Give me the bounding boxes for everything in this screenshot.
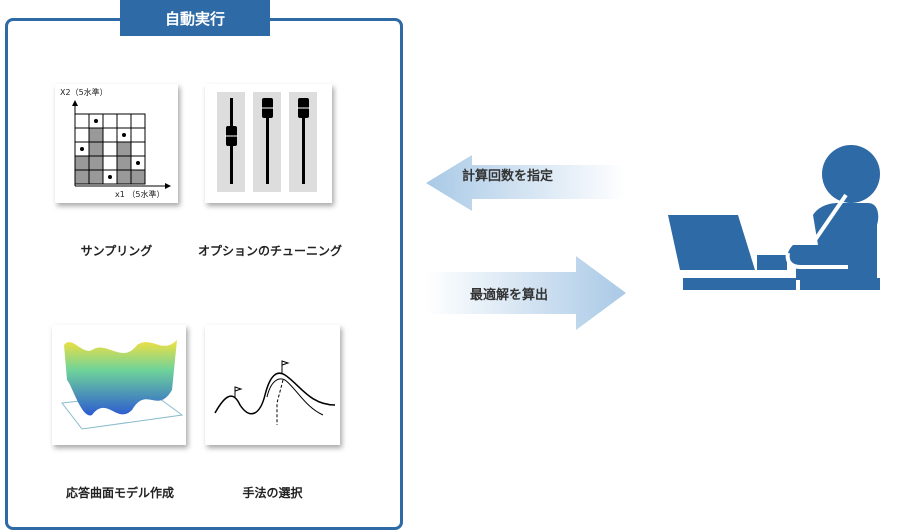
arrow-label-compute-optimum: 最適解を算出	[470, 288, 549, 303]
sampling-image: X2（5水準） x1 （5水準）	[55, 84, 178, 203]
right-arrow-icon	[426, 256, 626, 330]
step-label-tuning: オプションのチューニング	[197, 244, 342, 258]
tuning-image	[205, 84, 332, 203]
x-axis-label: x1 （5水準）	[115, 190, 165, 199]
y-axis-label: X2（5水準）	[60, 88, 108, 97]
slider-controls-icon	[217, 92, 317, 192]
step-label-surface: 応答曲面モデル作成	[65, 486, 174, 500]
sampling-grid-icon	[72, 100, 171, 189]
response-surface-icon	[61, 340, 184, 430]
step-label-sampling: サンプリング	[80, 244, 153, 258]
response-surface-image	[52, 325, 186, 445]
hill-climb-icon	[214, 360, 336, 425]
frame-title: 自動実行	[120, 0, 270, 36]
arrow-label-specify-count: 計算回数を指定	[462, 169, 554, 184]
method-selection-image	[205, 325, 340, 445]
step-label-method: 手法の選択	[242, 486, 303, 500]
left-arrow-icon	[426, 155, 626, 211]
user-at-computer-icon	[668, 145, 880, 290]
